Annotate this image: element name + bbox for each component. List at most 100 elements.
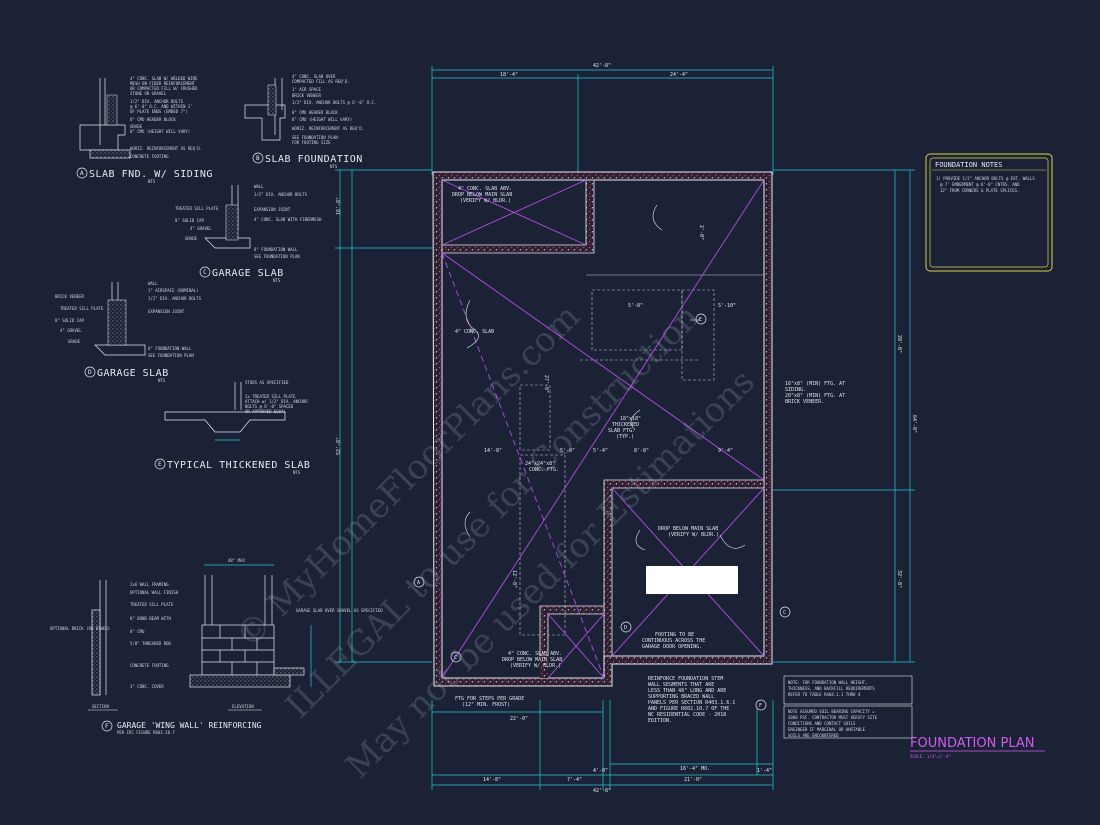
svg-text:8" SOLID CAP: 8" SOLID CAP	[175, 218, 204, 223]
dim-top-left: 18'-4"	[500, 72, 518, 78]
svg-text:SEE FOUNDATION PLAN: SEE FOUNDATION PLAN	[254, 254, 300, 259]
dim-bottom-b: 7'-4"	[567, 777, 582, 783]
marker-c-right: C	[783, 610, 786, 616]
plan-title: FOUNDATION PLAN	[910, 736, 1034, 751]
detail-c: WALL TREATED SILL PLATE 1/2" DIA. ANCHOR…	[175, 184, 322, 283]
svg-text:NTS: NTS	[148, 179, 156, 184]
svg-text:NTS: NTS	[330, 164, 338, 169]
svg-text:1/2" DIA. ANCHOR BOLTS: 1/2" DIA. ANCHOR BOLTS	[130, 99, 184, 104]
notes-title: FOUNDATION NOTES	[935, 161, 1002, 169]
detail-e: STUDS AS SPECIFIED 2x TREATED SILL PLATE…	[154, 380, 310, 475]
svg-text:8" SOLID CAP: 8" SOLID CAP	[55, 318, 84, 323]
dim-i9: 12'-8"	[511, 570, 517, 588]
svg-text:HORIZ. REINFORCEMENT AS REQ'D.: HORIZ. REINFORCEMENT AS REQ'D.	[292, 126, 364, 131]
svg-text:STUDS AS SPECIFIED: STUDS AS SPECIFIED	[245, 380, 289, 385]
dim-i12: 1'-4"	[757, 768, 772, 774]
dim-i3: 14'-8"	[484, 448, 502, 454]
svg-text:4" CONC. SLAB WITH FIBERMESH: 4" CONC. SLAB WITH FIBERMESH	[254, 217, 322, 222]
marker-f: F	[759, 703, 762, 709]
svg-text:PER IRC FIGURE R602.10.7: PER IRC FIGURE R602.10.7	[117, 730, 175, 735]
marker-c-left: C	[454, 655, 457, 661]
dimension-text: 42'-8" 18'-4" 24'-4" 16'-8" 52'-8" 28'-8…	[336, 63, 917, 794]
dim-left-b: 52'-8"	[336, 437, 342, 455]
svg-text:MESH ON FIBER REINFORCEMENT: MESH ON FIBER REINFORCEMENT	[130, 81, 196, 86]
dim-left-a: 16'-8"	[336, 197, 342, 215]
svg-text:EXPANSION JOINT: EXPANSION JOINT	[254, 207, 291, 212]
detail-e-marker: E	[158, 461, 162, 468]
dim-mid-b: 16'-4" MO.	[680, 766, 710, 772]
dim-top-right: 24'-4"	[670, 72, 688, 78]
svg-text:8" FOUNDATION WALL: 8" FOUNDATION WALL	[148, 346, 192, 351]
redacted-box	[646, 566, 738, 594]
detail-f-dim: 48" MAX	[228, 558, 245, 563]
svg-text:BRICK VENEER: BRICK VENEER	[292, 93, 321, 98]
plan-labels: 4" CONC. SLAB ABV.DROP BELOW MAIN SLAB(V…	[452, 186, 845, 724]
detail-a-notes: 4" CONC. SLAB W/ WELDED WIRE MESH ON FIB…	[130, 76, 202, 159]
detail-d-marker: D	[88, 369, 92, 376]
dim-i7: 9'-4"	[718, 448, 733, 454]
detail-f-marker: F	[105, 723, 109, 730]
svg-text:SEE FOUNDATION PLAN: SEE FOUNDATION PLAN	[292, 135, 338, 140]
detail-f-elevation: ELEVATION	[232, 704, 254, 709]
svg-text:4" CONC. SLAB W/ WELDED WIRE: 4" CONC. SLAB W/ WELDED WIRE	[130, 76, 198, 81]
svg-text:GRADE: GRADE	[68, 339, 81, 344]
dim-i6: 5'-4"	[593, 448, 608, 454]
svg-text:1" AIRSPACE (NOMINAL): 1" AIRSPACE (NOMINAL)	[148, 288, 199, 293]
svg-text:8" FOUNDATION WALL: 8" FOUNDATION WALL	[254, 247, 298, 252]
svg-text:BOLTS @ 6'-0" SPACED: BOLTS @ 6'-0" SPACED	[245, 404, 294, 409]
svg-text:SEE FOUNDATION PLAN: SEE FOUNDATION PLAN	[148, 353, 194, 358]
detail-f-left: OPTIONAL BRICK (OR OTHER)	[50, 626, 110, 631]
svg-text:GRADE: GRADE	[185, 236, 198, 241]
notes-line-2: @ 7' EMBEDMENT @ 6'-0" CNTRS. AND	[940, 182, 1020, 187]
dim-i5: 8'-8"	[634, 448, 649, 454]
dim-i2: 5'-10"	[718, 303, 736, 309]
svg-text:CONCRETE FOOTING: CONCRETE FOOTING	[130, 663, 169, 668]
svg-text:CONCRETE FOOTING: CONCRETE FOOTING	[130, 154, 169, 159]
svg-text:8" CMU: 8" CMU	[130, 629, 145, 634]
detail-a-marker: A	[80, 170, 84, 177]
svg-text:TREATED SILL PLATE: TREATED SILL PLATE	[175, 206, 219, 211]
label-stoop: 4" CONC. SLAB ABV.DROP BELOW MAIN SLAB(V…	[502, 651, 562, 669]
marker-e: E	[699, 317, 702, 323]
foundation-plan: A C C D E F 4" CONC. SLAB ABV.DROP BELOW…	[335, 63, 1045, 794]
dim-bottom-a: 14'-8"	[483, 777, 501, 783]
dim-i8: 27'-8"	[543, 375, 549, 393]
svg-text:TREATED SILL PLATE: TREATED SILL PLATE	[60, 306, 104, 311]
detail-a-title: SLAB FND. W/ SIDING	[89, 169, 213, 180]
dim-bottom-total: 42'-8"	[593, 788, 611, 794]
detail-b-notes: 4" CONC. SLAB OVER COMPACTED FILL AS REQ…	[292, 74, 376, 145]
svg-text:GRADE: GRADE	[130, 124, 143, 129]
marker-d: D	[624, 625, 627, 631]
label-ftg: 24"x24"x8"CONC. FTG.	[525, 461, 559, 473]
svg-text:NTS: NTS	[293, 470, 301, 475]
interior-lines	[519, 274, 764, 636]
detail-f-section: SECTION	[92, 704, 109, 709]
svg-text:8" CMU HEADER BLOCK: 8" CMU HEADER BLOCK	[130, 117, 176, 122]
plan-scale: SCALE: 1/4"=1'-0"	[910, 754, 951, 759]
svg-text:ATTACH w/ 1/2" DIA. ANCHOR: ATTACH w/ 1/2" DIA. ANCHOR	[245, 399, 308, 404]
detail-e-title: TYPICAL THICKENED SLAB	[167, 460, 310, 471]
svg-text:4" GRAVEL: 4" GRAVEL	[60, 328, 82, 333]
dim-i10: 2'-0"	[698, 225, 704, 240]
svg-text:OPTIONAL WALL FINISH: OPTIONAL WALL FINISH	[130, 590, 179, 595]
svg-text:1/2" DIA. ANCHOR BOLTS @ 6'-0": 1/2" DIA. ANCHOR BOLTS @ 6'-0" O.C.	[292, 100, 376, 105]
note-height: NOTE: FOR FOUNDATION WALL HEIGHT,THICKNE…	[788, 680, 875, 697]
dim-i4: 5'-0"	[560, 448, 575, 454]
detail-c-notes: WALL TREATED SILL PLATE 1/2" DIA. ANCHOR…	[175, 184, 322, 259]
notes-line-1: 1) PROVIDE 1/2" ANCHOR BOLTS @ EXT. WALL…	[936, 176, 1035, 181]
detail-d: WALL 1" AIRSPACE (NOMINAL) BRICK VENEER …	[55, 281, 202, 383]
svg-text:OR APPROVED EQUAL: OR APPROVED EQUAL	[245, 409, 287, 414]
svg-text:3" CONC. COVER: 3" CONC. COVER	[130, 684, 164, 689]
svg-text:TREATED SILL PLATE: TREATED SILL PLATE	[130, 602, 174, 607]
note-soil: NOTE ASSUMED SOIL BEARING CAPACITY =2000…	[788, 709, 878, 738]
dim-mid-a: 22'-0"	[510, 716, 528, 722]
svg-text:BRICK VENEER: BRICK VENEER	[55, 294, 84, 299]
dim-i1: 5'-8"	[628, 303, 643, 309]
svg-text:FOR FOOTING SIZE: FOR FOOTING SIZE	[292, 140, 331, 145]
detail-c-title: GARAGE SLAB	[212, 268, 284, 279]
svg-text:OF PLATE ENDS (EMBED 7"): OF PLATE ENDS (EMBED 7")	[130, 109, 188, 114]
svg-text:@ 6'-0" O.C. AND WITHIN 1': @ 6'-0" O.C. AND WITHIN 1'	[130, 104, 193, 109]
